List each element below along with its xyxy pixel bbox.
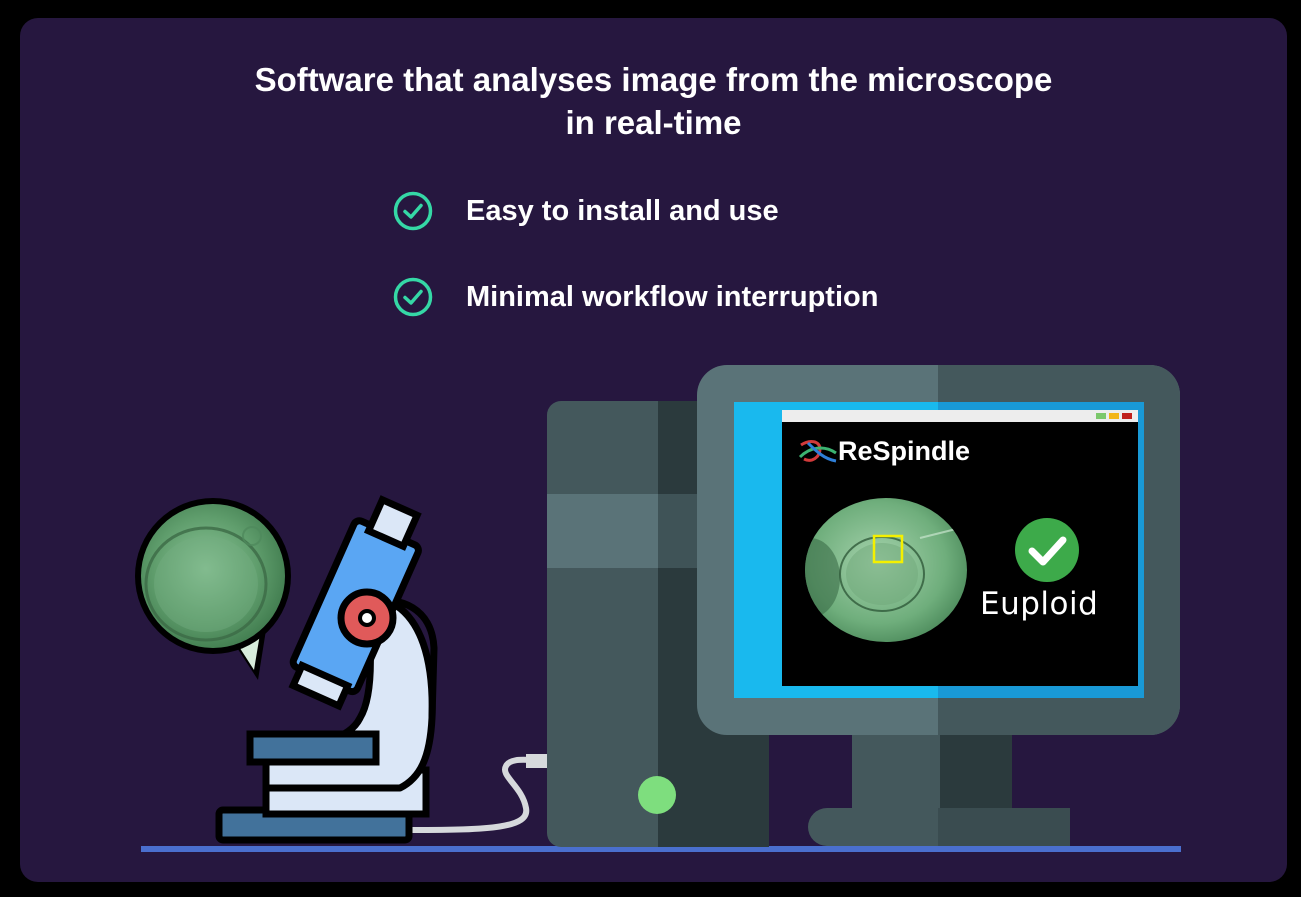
respindle-logo-icon: [798, 439, 837, 462]
microscope-computer-illustration: [135, 365, 1181, 852]
screen-oocyte-image: [805, 498, 967, 642]
microscope-view-bubble: [135, 498, 291, 680]
spindle-highlight-box: [872, 534, 904, 564]
check-circle-icon: [393, 191, 433, 231]
respindle-logo: ReSpindle: [798, 436, 970, 467]
window-maximize-button: [1109, 413, 1119, 419]
slide-title: Software that analyses image from the mi…: [20, 58, 1287, 144]
title-line-2: in real-time: [565, 104, 742, 141]
check-circle-icon: [393, 277, 433, 317]
microscope: [215, 495, 438, 844]
feature-item-install: Easy to install and use: [392, 190, 779, 232]
slide-card: Software that analyses image from the mi…: [20, 18, 1287, 882]
usb-plug: [526, 754, 548, 768]
floor-line: [141, 846, 1181, 852]
result-label: Euploid: [980, 586, 1099, 622]
title-line-1: Software that analyses image from the mi…: [254, 61, 1053, 98]
app-name: ReSpindle: [838, 436, 971, 466]
feature-label: Minimal workflow interruption: [466, 280, 879, 313]
check-circle-filled-icon: [1015, 518, 1079, 582]
window-minimize-button: [1096, 413, 1106, 419]
window-close-button: [1122, 413, 1132, 419]
respindle-app-window: [782, 410, 1138, 686]
feature-label: Easy to install and use: [466, 194, 779, 227]
feature-item-workflow: Minimal workflow interruption: [392, 276, 878, 318]
usb-cable: [409, 756, 535, 833]
window-titlebar: [782, 410, 1138, 422]
